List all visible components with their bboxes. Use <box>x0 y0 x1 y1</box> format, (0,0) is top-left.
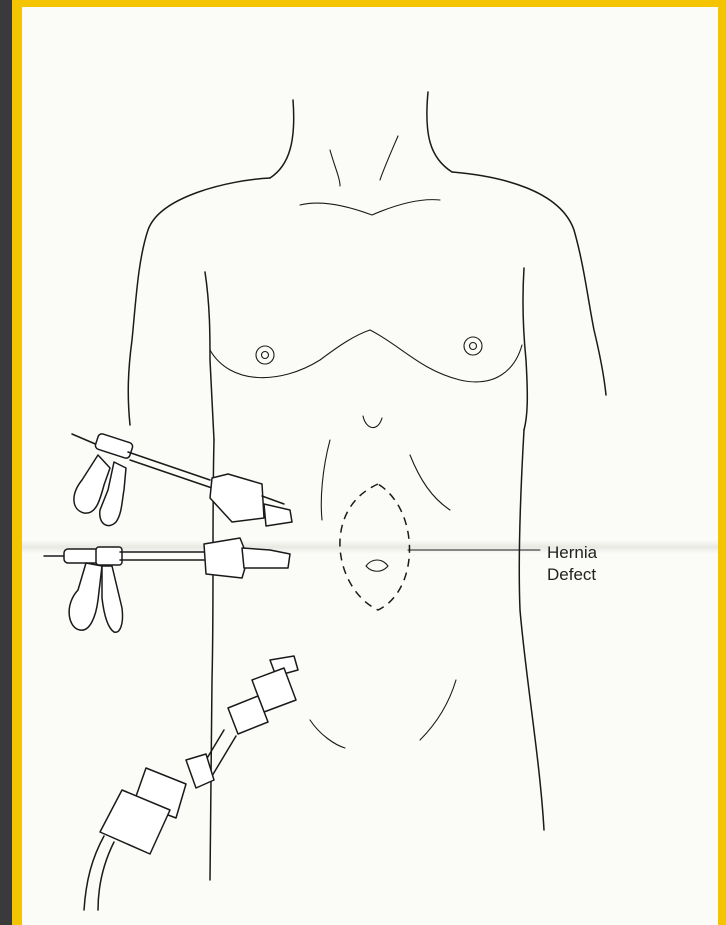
laparoscope-camera <box>84 656 298 910</box>
lower-grasper-instrument <box>44 538 290 632</box>
callout-label-line2: Defect <box>547 565 596 584</box>
hernia-defect-callout: Hernia Defect <box>408 543 598 584</box>
callout-label-line1: Hernia <box>547 543 598 562</box>
hernia-defect-outline <box>340 484 410 610</box>
upper-grasper-instrument <box>72 433 292 526</box>
